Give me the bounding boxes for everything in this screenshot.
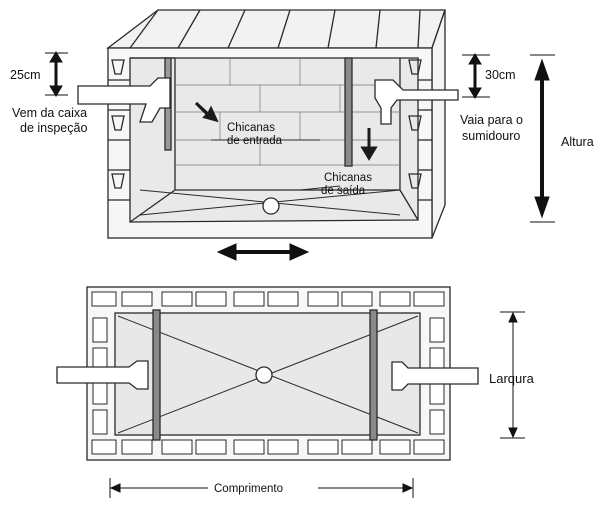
label-inlet-line2: de inspeção: [20, 121, 87, 135]
label-length: Comprimento: [214, 483, 283, 495]
label-inlet-line1: Vem da caixa: [12, 106, 87, 120]
width-arrow: [500, 311, 525, 439]
tank-right-face: [431, 9, 446, 239]
height-arrow: [530, 54, 555, 223]
label-30cm: 30cm: [485, 68, 516, 82]
label-height: Altura: [561, 135, 594, 149]
plan-outlet-pipe: [391, 361, 479, 391]
dimension-30cm-arrow: [462, 53, 490, 99]
tank-plan-view: [56, 286, 479, 461]
outlet-baffle: [344, 57, 353, 167]
tank-3d-view: [77, 9, 459, 239]
length-double-arrow-top: [216, 243, 310, 261]
label-baffles-out-1: Chicanas: [324, 172, 372, 184]
label-25cm: 25cm: [10, 68, 41, 82]
plan-inlet-pipe: [56, 360, 149, 390]
plan-inlet-baffle: [152, 309, 161, 441]
label-baffles-out-2: de saída: [321, 185, 366, 197]
outlet-flow-arrow: [360, 128, 378, 161]
flow-arrows: [194, 101, 378, 161]
plan-drain-circle: [255, 366, 273, 384]
label-outlet-line1: Vaia para o: [460, 113, 523, 127]
label-baffles-in-1: Chicanas: [227, 122, 275, 134]
left-wall-bricks: [108, 59, 130, 201]
length-arrow: [109, 478, 414, 498]
plan-outlet-baffle: [369, 309, 378, 441]
inlet-pipe: [77, 77, 171, 123]
label-outlet-line2: sumidouro: [462, 129, 520, 143]
label-width: Larqura: [489, 371, 535, 386]
dimension-25cm-arrow: [45, 51, 68, 97]
tank-top-slab: [106, 9, 446, 49]
label-baffles-in-2: de entrada: [227, 135, 283, 147]
outlet-pipe: [374, 79, 459, 125]
inlet-flow-arrow: [194, 101, 219, 123]
right-wall-bricks: [408, 59, 432, 201]
drain-circle: [262, 197, 280, 215]
